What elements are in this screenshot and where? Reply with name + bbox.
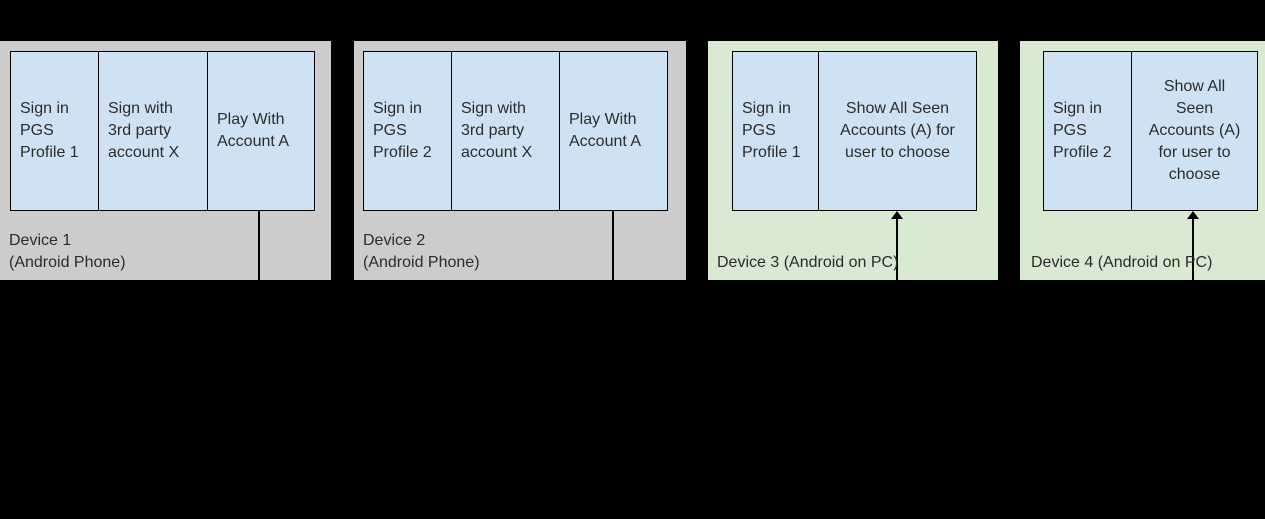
device-1-step-sign-3rd-party: Sign with 3rd party account X — [98, 52, 207, 210]
device-2-step-sign-3rd-party: Sign with 3rd party account X — [451, 52, 559, 210]
device-4-box: Sign in PGS Profile 2 Show All Seen Acco… — [1020, 41, 1265, 280]
device-2-connector-line — [612, 211, 614, 280]
device-1-steps-panel: Sign in PGS Profile 1 Sign with 3rd part… — [10, 51, 315, 211]
device-3-box: Sign in PGS Profile 1 Show All Seen Acco… — [708, 41, 998, 280]
device-4-step-show-all-seen-accounts: Show All Seen Accounts (A) for user to c… — [1131, 52, 1257, 210]
device-3-label: Device 3 (Android on PC) — [717, 254, 899, 271]
device-3-step-show-all-seen-accounts: Show All Seen Accounts (A) for user to c… — [818, 52, 976, 210]
arrow-shaft — [1192, 219, 1194, 280]
device-1-label: Device 1 (Android Phone) — [9, 232, 126, 271]
device-3-steps-panel: Sign in PGS Profile 1 Show All Seen Acco… — [732, 51, 977, 211]
device-2-box: Sign in PGS Profile 2 Sign with 3rd part… — [354, 41, 686, 280]
arrow-head — [891, 211, 903, 219]
device-4-arrow-up-connector — [1187, 211, 1199, 280]
device-1-step-play-with-account: Play With Account A — [207, 52, 314, 210]
device-4-step-sign-in-pgs: Sign in PGS Profile 2 — [1053, 100, 1112, 161]
device-3-step-sign-in-pgs: Sign in PGS Profile 1 — [742, 100, 801, 161]
device-2-label: Device 2 (Android Phone) — [363, 232, 480, 271]
device-2-step-sign-in-pgs: Sign in PGS Profile 2 — [373, 100, 432, 161]
device-1-box: Sign in PGS Profile 1 Sign with 3rd part… — [0, 41, 331, 280]
device-3-arrow-up-connector — [891, 211, 903, 280]
device-4-steps-panel: Sign in PGS Profile 2 Show All Seen Acco… — [1043, 51, 1258, 211]
device-2-steps-panel: Sign in PGS Profile 2 Sign with 3rd part… — [363, 51, 668, 211]
device-2-step-play-with-account: Play With Account A — [559, 52, 667, 210]
arrow-shaft — [896, 219, 898, 280]
device-1-step-sign-in-pgs: Sign in PGS Profile 1 — [20, 100, 79, 161]
device-4-label: Device 4 (Android on PC) — [1031, 254, 1213, 271]
device-1-connector-line — [258, 211, 260, 280]
arrow-head — [1187, 211, 1199, 219]
